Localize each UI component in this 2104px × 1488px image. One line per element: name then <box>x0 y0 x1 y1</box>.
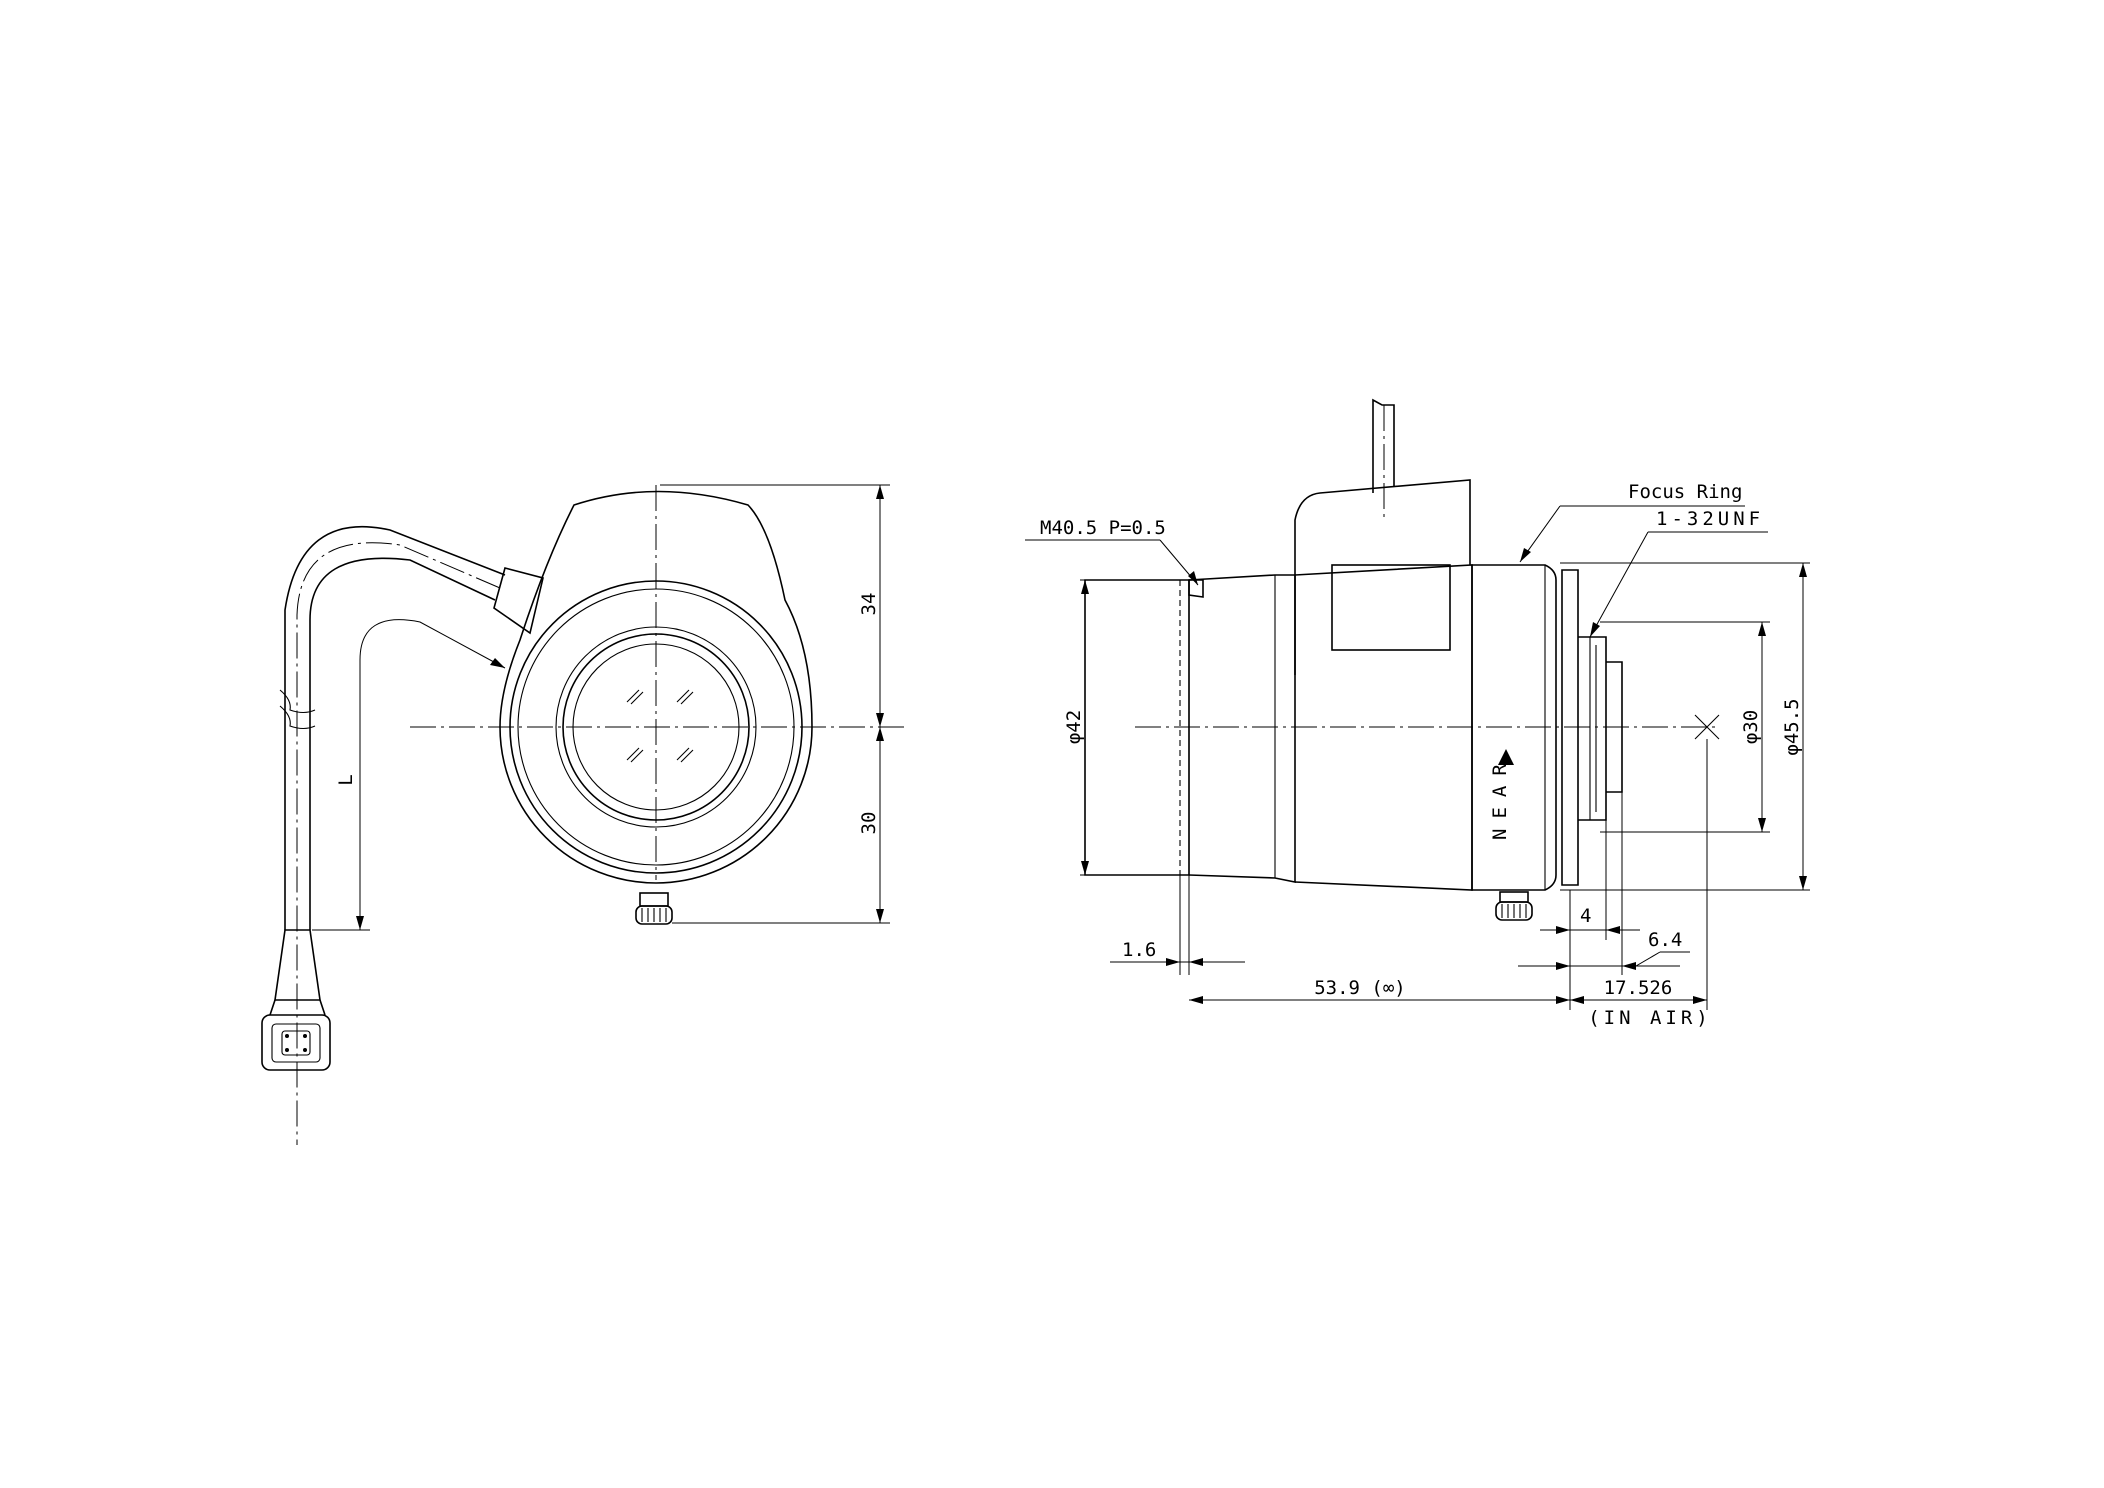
side-lock-screw <box>1495 891 1533 921</box>
rear-barrel <box>1606 661 1623 793</box>
side-cable <box>1372 398 1395 493</box>
dim-arrow <box>490 658 505 668</box>
dim-arrow <box>1081 580 1089 594</box>
front-ring-2 <box>517 588 795 866</box>
dim-arrow <box>1166 958 1180 966</box>
dim-label-dia30: φ30 <box>1740 710 1762 744</box>
dim-arrow <box>1606 926 1620 934</box>
mount-note-leader <box>1589 531 1649 638</box>
front-lock-screw <box>635 892 673 925</box>
mount-note: 1-32UNF <box>1656 508 1764 530</box>
dim-leader-cable <box>359 619 506 930</box>
cable-connector <box>261 929 331 1071</box>
dim-label-length: 53.9 (∞) <box>1314 977 1406 999</box>
focus-ring-label: Focus Ring <box>1628 481 1742 503</box>
dim-label-L: L <box>335 774 357 785</box>
dim-arrow <box>356 916 364 930</box>
near-marking: NEAR <box>1489 754 1511 840</box>
front-ring-3 <box>555 626 757 828</box>
dim-label-34: 34 <box>858 593 880 616</box>
dim-arrow <box>876 727 884 741</box>
dim-arrow <box>1799 876 1807 890</box>
dim-label-dia455: φ45.5 <box>1781 698 1803 755</box>
front-view: 34 30 L <box>261 484 905 1145</box>
glass-reflection-marks <box>626 689 694 763</box>
iris-label-window <box>1331 564 1451 651</box>
dim-label-backfocus: 17.526 <box>1604 977 1673 999</box>
iris-housing <box>1294 479 1471 675</box>
dim-arrow <box>1758 818 1766 832</box>
cable-centerline <box>296 542 501 1145</box>
dim-arrow <box>1081 861 1089 875</box>
dim-leader-6.4 <box>1635 951 1661 967</box>
dim-arrow <box>876 713 884 727</box>
dim-label-1.6: 1.6 <box>1122 939 1156 961</box>
dim-label-backfocus-note: (IN AIR) <box>1588 1007 1712 1029</box>
dim-arrow <box>1188 571 1198 585</box>
cable-break-mark <box>279 689 316 730</box>
dim-arrow <box>1520 548 1531 562</box>
cs-mount-thread <box>1578 636 1607 821</box>
dim-arrow <box>1189 996 1203 1004</box>
near-arrow <box>1498 749 1514 765</box>
dim-label-4: 4 <box>1580 905 1591 927</box>
dim-label-30: 30 <box>858 812 880 835</box>
thread-note: M40.5 P=0.5 <box>1040 517 1166 539</box>
dim-arrow <box>1189 958 1203 966</box>
dim-arrow <box>1556 926 1570 934</box>
focus-ring <box>1471 564 1557 891</box>
front-glass <box>572 643 740 811</box>
dim-arrow <box>876 485 884 499</box>
cable-grommet <box>493 567 544 635</box>
focal-point-mark <box>1694 714 1720 740</box>
rear-flange <box>1561 569 1579 886</box>
dim-arrow <box>1556 996 1570 1004</box>
dim-label-6.4: 6.4 <box>1648 929 1682 951</box>
dim-arrow <box>1758 622 1766 636</box>
dim-arrow <box>1570 996 1584 1004</box>
tapered-barrel <box>1188 574 1296 883</box>
side-view: NEAR M40.5 P=0.5 Focus Ring <box>1025 398 1810 1029</box>
dim-arrow <box>1590 622 1600 637</box>
cable-outer <box>284 525 506 930</box>
dim-arrow <box>1556 962 1570 970</box>
dim-arrow <box>876 909 884 923</box>
cable-inner <box>309 557 496 930</box>
dim-arrow <box>1622 962 1636 970</box>
dim-arrow <box>1799 563 1807 577</box>
front-housing-outline <box>499 490 813 884</box>
front-outer-ring <box>509 580 803 874</box>
front-ring-4 <box>562 633 750 821</box>
dim-label-dia42: φ42 <box>1063 710 1085 744</box>
dim-arrow <box>1693 996 1707 1004</box>
